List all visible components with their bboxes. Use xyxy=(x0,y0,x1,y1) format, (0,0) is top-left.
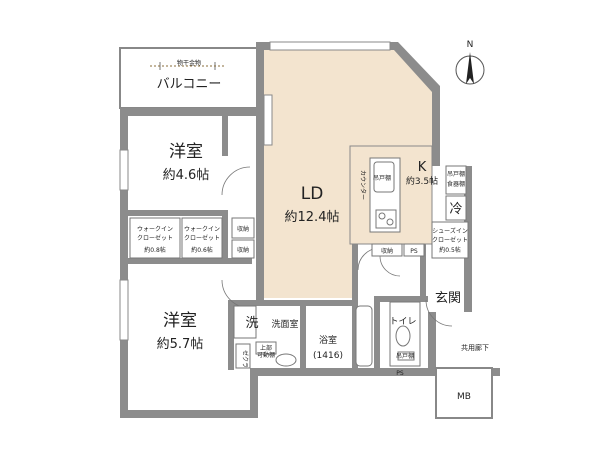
entrance-label: 玄関 xyxy=(435,291,461,306)
walkin1-label2: クローゼット xyxy=(137,234,173,242)
upper-shelf-label2: 可動棚 xyxy=(257,351,275,359)
ld-area: 約12.4帖 xyxy=(285,210,340,225)
ps-small-label: PS xyxy=(396,370,404,377)
window-left-2 xyxy=(119,279,129,341)
bath-label: 浴室 xyxy=(319,334,337,346)
window-left-1 xyxy=(119,149,129,191)
ld-label: LD xyxy=(301,184,324,204)
washroom-label: 洗面室 xyxy=(271,318,298,330)
toilet-cabinet-label: 吊戸棚 xyxy=(396,352,414,360)
washer-label: 洗 xyxy=(245,316,258,331)
shoes-in-label2: クローゼット xyxy=(432,236,468,244)
western2-area: 約5.7帖 xyxy=(157,337,204,352)
walkin2-label2: クローゼット xyxy=(184,234,220,242)
inner-walls xyxy=(128,116,428,370)
shoes-in-area: 約0.5帖 xyxy=(439,246,461,254)
rack-label: 物干金物 xyxy=(177,59,201,67)
mb-label: MB xyxy=(457,392,471,402)
walkin1-label: ウォークイン xyxy=(137,225,173,233)
side-label: ゼクラ xyxy=(241,350,249,368)
storage1-label: 収納 xyxy=(237,225,249,233)
compass-icon: N xyxy=(455,40,485,85)
storage2-label: 収納 xyxy=(237,246,249,254)
kitchen-label: K xyxy=(418,160,427,175)
walkin2-area: 約0.6帖 xyxy=(191,246,213,254)
hall-label: 共用廊下 xyxy=(461,343,489,352)
balcony-label: バルコニー xyxy=(157,77,222,92)
upper-shelf-label: 上部 xyxy=(260,344,272,352)
doors xyxy=(221,166,453,327)
bath-size: (1416) xyxy=(313,351,343,361)
ps-label: PS xyxy=(410,248,418,255)
window-balcony xyxy=(263,94,273,146)
western2-label: 洋室 xyxy=(163,311,197,331)
walkin1-area: 約0.8帖 xyxy=(144,246,166,254)
western1-label: 洋室 xyxy=(169,142,203,162)
compass-label: N xyxy=(467,40,474,50)
shoes-in-label: シューズイン xyxy=(432,227,468,235)
western1-area: 約4.6帖 xyxy=(163,168,210,183)
toilet-label: トイレ xyxy=(389,317,416,327)
window-top xyxy=(269,41,391,51)
hanging-cabinet-label2: 食器棚 xyxy=(447,180,465,188)
storage3-label: 収納 xyxy=(381,247,393,255)
hang-label: 吊戸棚 xyxy=(373,174,391,182)
walkin2-label: ウォークイン xyxy=(184,225,220,233)
hanging-cabinet-label: 吊戸棚 xyxy=(447,170,465,178)
fridge-label: 冷 xyxy=(449,202,462,217)
counter-label: カウンター xyxy=(359,170,367,200)
balcony-area xyxy=(119,47,259,109)
ld-floor xyxy=(262,50,432,298)
kitchen-area: 約3.5帖 xyxy=(406,175,438,187)
